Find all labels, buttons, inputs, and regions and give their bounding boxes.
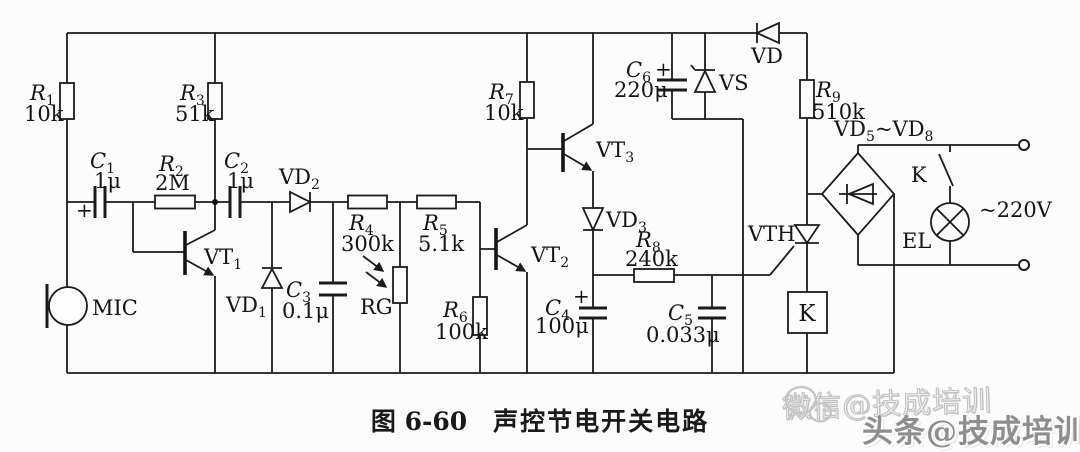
- diode-vd2: [289, 190, 313, 214]
- resistor-r6: [472, 296, 488, 336]
- circuit-wires: [66, 32, 1019, 374]
- label-r6: R6: [442, 298, 468, 326]
- label-vd3: VD3: [605, 208, 647, 236]
- label-vd1: VD1: [225, 293, 267, 321]
- resistor-r7: [519, 81, 535, 119]
- label-c1-polarity: +: [76, 198, 93, 222]
- label-r1: R1: [29, 81, 55, 109]
- resistor-r1: [59, 82, 75, 120]
- resistor-r8: [633, 268, 675, 283]
- label-c5-value: 0.033μ: [646, 323, 720, 347]
- label-r7: R7: [488, 80, 514, 108]
- label-r2: R2: [158, 152, 184, 180]
- capacitor-c3: [319, 281, 347, 297]
- label-c6-polarity: +: [655, 57, 672, 81]
- label-vt1: VT1: [203, 245, 242, 273]
- diode-vd: [754, 21, 780, 45]
- label-r4: R4: [348, 211, 374, 239]
- label-c2-value: 1μ: [227, 169, 254, 193]
- label-r5-value: 5.1k: [418, 232, 464, 256]
- mains-terminal-top: [1018, 139, 1030, 151]
- label-r8: R8: [635, 228, 661, 256]
- junction-dot: [212, 199, 218, 205]
- relay-contact-switch: [938, 153, 954, 187]
- label-r2-value: 2M: [155, 171, 190, 195]
- label-rg: RG: [360, 295, 393, 319]
- label-vth: VTH: [747, 222, 796, 246]
- thyristor-vth: [793, 224, 821, 245]
- label-r3: R3: [179, 81, 205, 109]
- label-mains-voltage: ~220V: [979, 198, 1053, 222]
- bridge-rectifier: [820, 151, 896, 237]
- label-c4: C4: [545, 296, 570, 324]
- lamp-symbol: [930, 202, 970, 242]
- diode-vd3: [581, 207, 605, 233]
- label-relay-k: K: [798, 301, 816, 327]
- label-vd5-vd8: VD5~VD8: [833, 117, 933, 145]
- transistor-vt2: [494, 224, 528, 272]
- label-c6: C6: [626, 58, 651, 86]
- label-r9-value: 510k: [812, 100, 865, 124]
- resistor-r4: [347, 194, 388, 210]
- microphone-symbol: [45, 284, 88, 328]
- label-c5: C5: [668, 301, 693, 329]
- figure-caption: 图 6-60 声控节电开关电路: [0, 402, 1080, 438]
- figure-title: 声控节电开关电路: [493, 407, 710, 436]
- label-c4-value: 100μ: [535, 314, 589, 338]
- label-r5: R5: [422, 211, 448, 239]
- label-r6-value: 100k: [435, 320, 488, 344]
- label-el: EL: [902, 229, 931, 253]
- label-vt3: VT3: [595, 138, 634, 166]
- label-c3-value: 0.1μ: [282, 299, 329, 323]
- label-switch-k: K: [911, 163, 927, 187]
- label-vt2: VT2: [530, 243, 569, 271]
- capacitor-c5: [698, 306, 726, 320]
- label-c2: C2: [224, 149, 249, 177]
- label-vs: VS: [718, 71, 749, 95]
- resistor-r5: [416, 194, 457, 210]
- label-r1-value: 10k: [24, 102, 64, 126]
- relay-coil: [787, 291, 828, 334]
- resistor-r3: [207, 82, 223, 120]
- label-c6-value: 220μ: [614, 78, 668, 102]
- transistor-vt1: [183, 229, 216, 276]
- zener-vs: [690, 64, 717, 93]
- label-r3-value: 51k: [175, 102, 215, 126]
- label-c4-polarity: +: [573, 284, 590, 308]
- label-r4-value: 300k: [341, 232, 394, 256]
- label-c3: C3: [286, 278, 311, 306]
- resistor-r2: [154, 194, 196, 210]
- diode-vd1: [260, 267, 284, 289]
- photoresistor-rg: [362, 255, 408, 304]
- capacitor-c4: [579, 306, 607, 320]
- capacitor-c1: [93, 186, 107, 218]
- figure-number: 图 6-60: [370, 407, 468, 436]
- label-r9: R9: [815, 78, 841, 106]
- capacitor-c6: [657, 78, 687, 92]
- label-mic: MIC: [92, 296, 138, 320]
- label-c1: C1: [90, 149, 115, 177]
- label-c1-value: 1μ: [94, 169, 121, 193]
- capacitor-c2: [228, 186, 242, 218]
- transistor-vt3: [561, 123, 594, 172]
- label-vd2: VD2: [278, 165, 320, 193]
- label-r8-value: 240k: [625, 247, 678, 271]
- label-vd: VD: [750, 44, 783, 68]
- resistor-r9: [799, 79, 815, 119]
- mains-terminal-bottom: [1018, 259, 1030, 271]
- label-r7-value: 10k: [484, 101, 524, 125]
